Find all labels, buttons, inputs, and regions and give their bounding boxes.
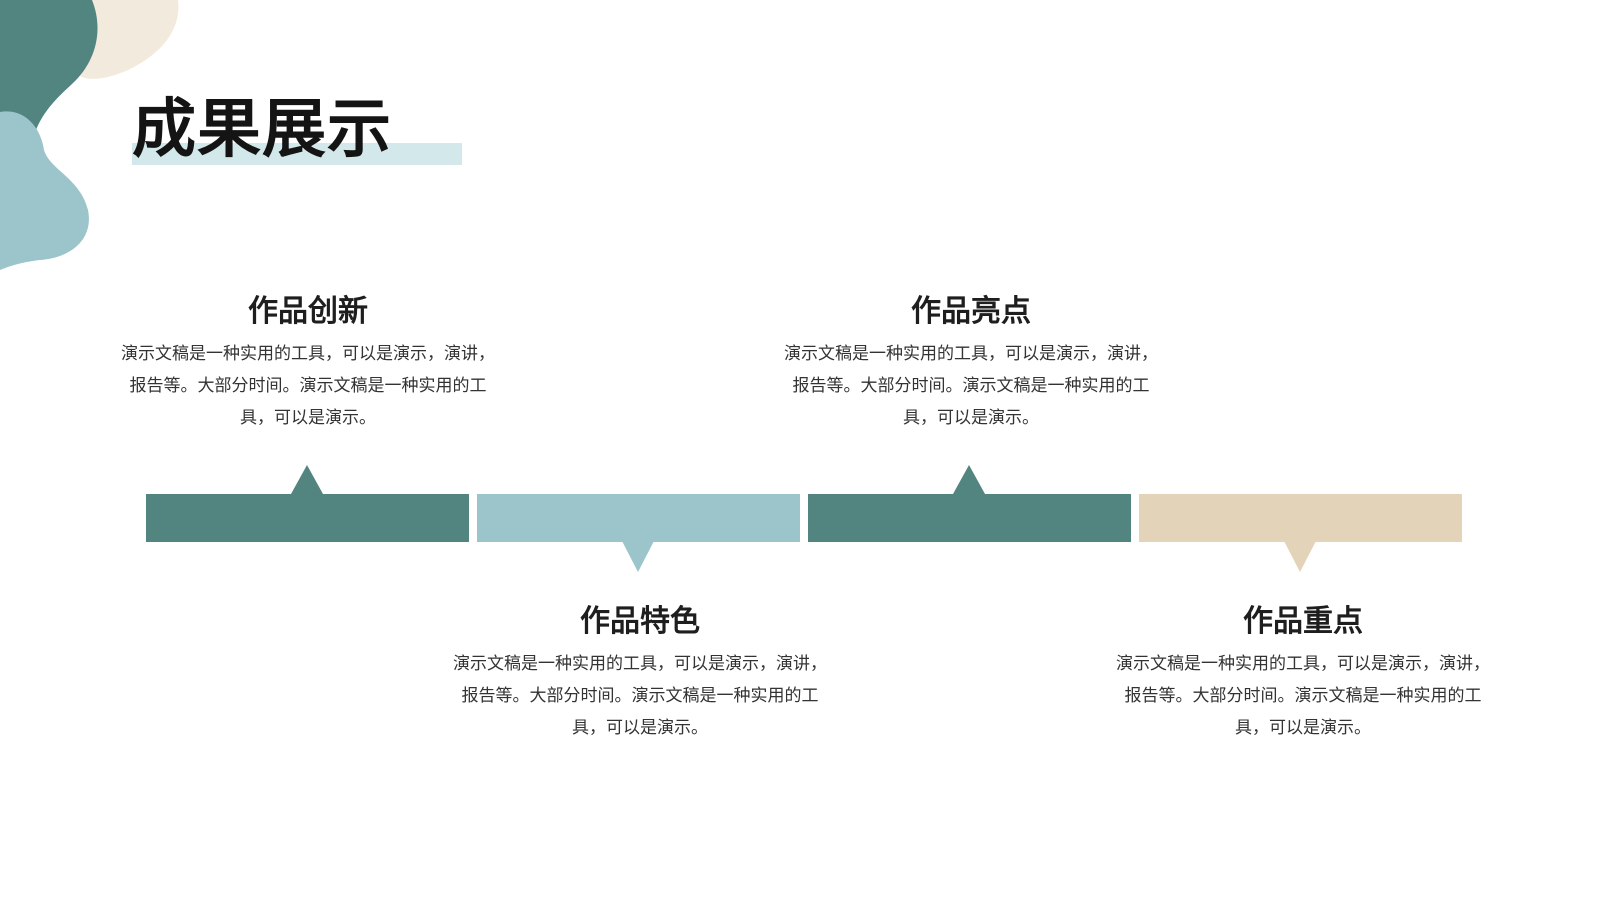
- cream-blob: [78, 0, 179, 79]
- item-description: 演示文稿是一种实用的工具，可以是演示，演讲，报告等。大部分时间。演示文稿是一种实…: [1116, 654, 1490, 738]
- timeline-segment-1: [146, 465, 469, 542]
- corner-blob-decoration: [0, 0, 179, 270]
- timeline-item-innovation: 作品创新 演示文稿是一种实用的工具，可以是演示，演讲，报告等。大部分时间。演示文…: [118, 292, 498, 434]
- item-title: 作品重点: [1243, 604, 1363, 639]
- title-highlight-bar: [132, 143, 462, 165]
- timeline-item-features: 作品特色 演示文稿是一种实用的工具，可以是演示，演讲，报告等。大部分时间。演示文…: [450, 602, 830, 744]
- item-title: 作品特色: [580, 604, 700, 639]
- light-teal-blob: [0, 111, 89, 270]
- timeline-segment-4: [1139, 494, 1462, 572]
- item-description: 演示文稿是一种实用的工具，可以是演示，演讲，报告等。大部分时间。演示文稿是一种实…: [784, 344, 1158, 428]
- timeline-segment-3: [808, 465, 1131, 542]
- item-title: 作品创新: [248, 294, 368, 329]
- timeline-item-highlights: 作品亮点 演示文稿是一种实用的工具，可以是演示，演讲，报告等。大部分时间。演示文…: [781, 292, 1161, 434]
- timeline-item-key-points: 作品重点 演示文稿是一种实用的工具，可以是演示，演讲，报告等。大部分时间。演示文…: [1113, 602, 1493, 744]
- page-title: 成果展示: [132, 93, 392, 167]
- item-title: 作品亮点: [911, 294, 1031, 329]
- item-description: 演示文稿是一种实用的工具，可以是演示，演讲，报告等。大部分时间。演示文稿是一种实…: [121, 344, 495, 428]
- timeline-segment-2: [477, 494, 800, 572]
- item-description: 演示文稿是一种实用的工具，可以是演示，演讲，报告等。大部分时间。演示文稿是一种实…: [453, 654, 827, 738]
- dark-teal-blob: [0, 0, 98, 150]
